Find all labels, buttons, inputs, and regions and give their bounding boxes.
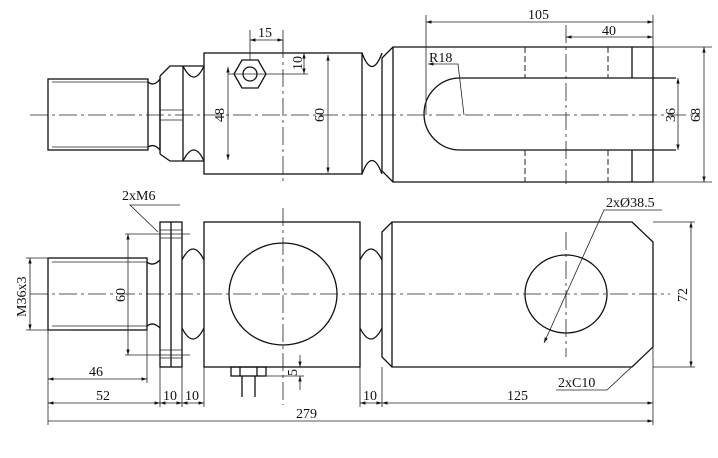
- dim-10-gap: 10: [185, 389, 199, 404]
- dim-10-groove: 10: [363, 389, 377, 404]
- dim-125: 125: [507, 389, 528, 404]
- dim-72: 72: [676, 288, 691, 302]
- fork: [381, 221, 654, 368]
- dim-48: 48: [213, 108, 228, 122]
- dim-60: 60: [313, 108, 328, 122]
- bottom-view: 2xM6 M36x3 60 2xØ38.5 72 2xC10 5 46 52 1…: [15, 189, 695, 425]
- dim-68: 68: [689, 108, 704, 122]
- dim-10: 10: [291, 56, 306, 70]
- flange-thread-label: 2xM6: [122, 189, 155, 204]
- load-cell-body: [203, 221, 361, 368]
- chamfer-label: 2xC10: [558, 376, 595, 391]
- dim-40: 40: [602, 24, 616, 39]
- hole-label: 2xØ38.5: [606, 196, 655, 211]
- dim-46: 46: [89, 365, 103, 380]
- dim-15: 15: [258, 26, 272, 41]
- fork: [381, 46, 654, 183]
- sensor-connector: [230, 366, 267, 377]
- dim-105: 105: [528, 8, 549, 23]
- radius-label: R18: [429, 51, 452, 66]
- dim-10-flange: 10: [163, 389, 177, 404]
- slot: [423, 77, 676, 151]
- threaded-stud: [47, 257, 148, 331]
- dim-36: 36: [664, 108, 679, 122]
- collar: [159, 65, 204, 162]
- dim-52: 52: [96, 389, 110, 404]
- top-view: 15 10 48 60 105 40 R18 36 68: [30, 8, 712, 184]
- dim-60-flange: 60: [114, 288, 129, 302]
- dim-279: 279: [296, 407, 317, 422]
- threaded-stud: [47, 78, 149, 151]
- dim-5: 5: [286, 369, 301, 376]
- thread-label: M36x3: [15, 277, 30, 317]
